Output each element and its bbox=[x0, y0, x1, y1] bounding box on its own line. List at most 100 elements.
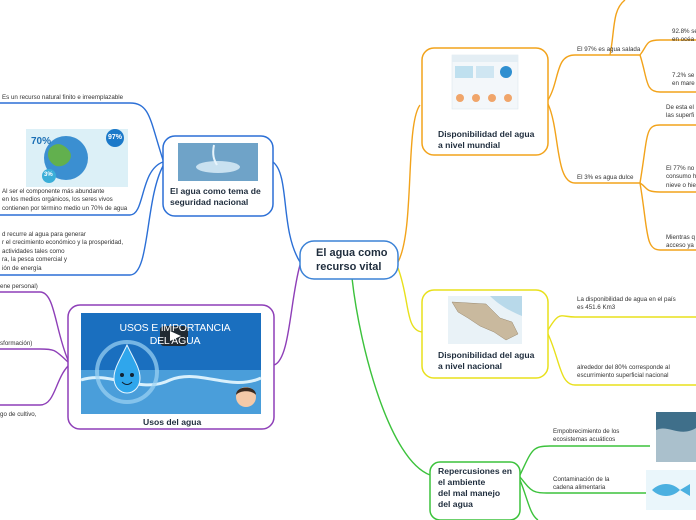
stat-bubble-3 bbox=[42, 169, 56, 183]
nacional-node-title: Disponibilidad del agua a nivel nacional bbox=[438, 350, 534, 372]
presenter-hair bbox=[236, 387, 256, 395]
center-title-line1: El agua como bbox=[316, 247, 388, 259]
branch-dulce-b bbox=[639, 182, 696, 193]
text-rep-b: Contaminación de la cadena alimentaria bbox=[553, 476, 609, 493]
text-dulce-c-l2: acceso ya bbox=[666, 242, 694, 250]
mundial-title-line2: a nivel mundial bbox=[438, 140, 501, 150]
video-circle bbox=[95, 340, 159, 404]
branch-rep-b bbox=[519, 476, 650, 494]
branch-salada-top bbox=[609, 0, 626, 56]
text-dulce-c-l1: Mientras q bbox=[666, 234, 695, 241]
left-text-2-l2: en los medios orgánicos, los seres vivos bbox=[2, 196, 113, 204]
text-rep-a-l2: ecosistemas acuáticos bbox=[553, 436, 616, 444]
branch-rep-a bbox=[519, 445, 650, 476]
text-dulce-b: El 77% no s consumo h nieve o hie bbox=[666, 165, 696, 190]
fish-icon bbox=[652, 484, 690, 496]
left-text-3: d recurre al agua para generar r el crec… bbox=[2, 231, 123, 273]
text-nacional-b-l1: alrededor del 80% corresponde al bbox=[577, 364, 670, 371]
stat-97: 97% bbox=[108, 134, 123, 141]
text-rep-a: Empobrecimiento de los ecosistemas acuát… bbox=[553, 428, 619, 445]
repercusiones-node-title: Repercusiones en el ambiente del mal man… bbox=[438, 466, 512, 510]
nacional-title-line2: a nivel nacional bbox=[438, 361, 502, 371]
info-panel-a bbox=[455, 66, 473, 78]
stat-70: 70% bbox=[31, 136, 52, 147]
left-text-2-l1: Al ser el componente más abundante bbox=[2, 188, 105, 195]
text-salada-a-l2: en océa bbox=[672, 36, 695, 44]
mundial-node-title: Disponibilidad del agua a nivel mundial bbox=[438, 129, 534, 151]
usos-text-3: go de cultivo, bbox=[0, 411, 37, 418]
branch-mundial-salada bbox=[547, 54, 640, 101]
branch-rep-c bbox=[519, 479, 539, 520]
video-title-line1: USOS E IMPORTANCIA bbox=[119, 322, 231, 334]
info-panel-b bbox=[476, 66, 494, 78]
water-stream bbox=[212, 144, 218, 166]
text-dulce-b-l1: El 77% no s bbox=[666, 165, 696, 172]
water-splash bbox=[196, 161, 240, 173]
info-donut bbox=[500, 66, 512, 78]
info-dot-1 bbox=[456, 94, 464, 102]
left-text-1: Es un recurso natural finito e irreempla… bbox=[2, 94, 124, 101]
center-node[interactable] bbox=[299, 240, 399, 280]
world-infographic-header bbox=[452, 55, 518, 62]
text-nacional-b: alrededor del 80% corresponde al escurri… bbox=[577, 364, 670, 381]
mexico-sea bbox=[490, 296, 522, 316]
branch-nacional-a bbox=[547, 315, 696, 331]
branch-dulce-c bbox=[639, 182, 696, 251]
presenter-avatar bbox=[236, 387, 256, 407]
rep-title-line4: del agua bbox=[438, 499, 473, 509]
seguridad-node-title: El agua como tema de seguridad nacional bbox=[170, 186, 261, 208]
drop-eye-left bbox=[120, 373, 124, 377]
branch-usos-u1 bbox=[0, 291, 69, 361]
branch-seguridad bbox=[272, 161, 301, 263]
video-wave bbox=[80, 375, 262, 387]
text-salada-a-l1: 92.8% se bbox=[672, 28, 696, 35]
branch-seguridad-t3 bbox=[0, 165, 164, 276]
branch-nacional-b bbox=[547, 333, 696, 386]
usos-node-title: Usos del agua bbox=[143, 417, 202, 427]
ecosystem-foam bbox=[656, 428, 696, 462]
left-text-3-l4: ra, la pesca comercial y bbox=[2, 256, 67, 264]
text-dulce-a-l1: De esta el bbox=[666, 104, 694, 111]
mexico-map-shape bbox=[451, 301, 519, 341]
text-rep-a-l1: Empobrecimiento de los bbox=[553, 428, 620, 435]
center-title-line2: recurso vital bbox=[316, 261, 382, 273]
text-dulce: El 3% es agua dulce bbox=[577, 174, 634, 181]
left-text-3-l5: ión de energía bbox=[2, 264, 42, 272]
text-nacional-b-l2: escurrimiento superficial nacional bbox=[577, 372, 669, 380]
text-dulce-c: Mientras q acceso ya bbox=[666, 234, 695, 251]
stat-bubble-97 bbox=[106, 129, 124, 147]
branch-repercusiones bbox=[351, 277, 431, 476]
text-salada-a: 92.8% se en océa bbox=[672, 28, 696, 45]
left-text-2: Al ser el componente más abundante en lo… bbox=[2, 188, 127, 213]
text-rep-b-l1: Contaminación de la bbox=[553, 476, 610, 483]
mundial-title-line1: Disponibilidad del agua bbox=[438, 129, 535, 139]
branch-mundial bbox=[397, 104, 421, 263]
text-nacional-a-l2: es 451.6 Km3 bbox=[577, 304, 616, 312]
text-salada: El 97% es agua salada bbox=[577, 46, 641, 53]
repercusiones-node[interactable] bbox=[429, 461, 521, 520]
text-salada-b-l1: 7.2% se bbox=[672, 72, 695, 79]
globe-land bbox=[48, 144, 71, 167]
info-dot-2 bbox=[472, 94, 480, 102]
nacional-title-line1: Disponibilidad del agua bbox=[438, 350, 535, 360]
branch-usos bbox=[273, 264, 301, 366]
video-water-bottom bbox=[81, 370, 261, 414]
video-title-line2: DEL AGUA bbox=[149, 335, 201, 347]
text-salada-b-l2: en mare bbox=[672, 80, 695, 88]
text-salada-b: 7.2% se en mare bbox=[672, 72, 695, 89]
text-nacional-a-l1: La disponibilidad de agua en el país bbox=[577, 296, 676, 303]
video-title: USOS E IMPORTANCIA DEL AGUA bbox=[110, 322, 240, 348]
usos-text-2: sformación) bbox=[0, 340, 33, 347]
branch-seguridad-t1 bbox=[0, 102, 164, 161]
center-node-title: El agua como recurso vital bbox=[316, 246, 388, 274]
left-text-3-l2: r el crecimiento económico y la prosperi… bbox=[2, 239, 124, 247]
branch-dulce-a bbox=[639, 124, 696, 184]
branch-nacional bbox=[397, 267, 423, 333]
drop-eye-right bbox=[130, 373, 134, 377]
info-dot-3 bbox=[488, 94, 496, 102]
seguridad-title-line1: El agua como tema de bbox=[170, 186, 261, 196]
text-dulce-b-l2: consumo h bbox=[666, 173, 696, 181]
drop-smile bbox=[121, 381, 133, 385]
branch-usos-u3 bbox=[0, 365, 69, 406]
